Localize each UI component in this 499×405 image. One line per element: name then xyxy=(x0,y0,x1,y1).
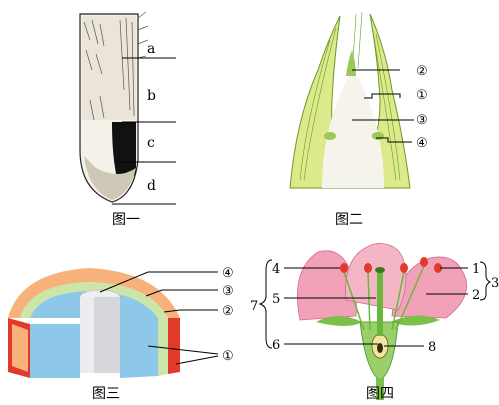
petal-back xyxy=(345,243,407,311)
fig3-label-1: ① xyxy=(222,349,234,364)
stem-cambium-top xyxy=(20,282,168,318)
figure-1-root-tip: a b c d 图一 xyxy=(79,11,176,228)
bud-dots xyxy=(339,109,362,152)
bud-inner-axis xyxy=(322,75,384,188)
fig4-label-7: 7 xyxy=(250,299,258,314)
sepal-right xyxy=(390,315,440,326)
root-maturation-zone xyxy=(82,16,136,120)
fig4-label-1: 1 xyxy=(472,262,480,277)
pith-highlight xyxy=(80,297,94,373)
stem-bark-top xyxy=(8,268,180,318)
brace-7 xyxy=(258,259,273,349)
fig4-label-8: 8 xyxy=(428,340,436,355)
leader-fig3-1a xyxy=(147,345,219,355)
fig3-label-3: ③ xyxy=(222,284,234,299)
fig3-label-4: ④ xyxy=(222,266,234,281)
fig4-label-2: 2 xyxy=(472,288,480,303)
leader-fig3-3 xyxy=(145,289,218,297)
figure-2-bud-section: ② ① ③ ④ 图二 xyxy=(289,11,428,228)
leader-fig3-2 xyxy=(163,309,218,313)
stem-front-xylem xyxy=(30,324,80,378)
leader-fig2-4 xyxy=(376,137,412,143)
leader-fig3-4 xyxy=(99,271,218,293)
caption-figure-3: 图三 xyxy=(92,386,120,402)
fig4-label-3: 3 xyxy=(491,276,499,291)
fig2-label-4: ④ xyxy=(416,136,428,151)
bud-primordium-left xyxy=(324,132,336,140)
fig2-label-1: ① xyxy=(416,88,428,103)
brace-3 xyxy=(479,261,492,301)
style xyxy=(377,272,383,336)
stigma xyxy=(375,267,385,273)
leader-fig2-1 xyxy=(364,93,401,99)
filaments xyxy=(343,265,425,331)
figure-4-flower: 4 5 7 6 1 2 3 8 图四 xyxy=(250,243,499,402)
fig2-label-3: ③ xyxy=(416,113,428,128)
label-d: d xyxy=(147,178,156,194)
root-hair-strokes xyxy=(83,11,149,121)
caption-figure-2: 图二 xyxy=(335,212,363,228)
fig4-label-4: 4 xyxy=(272,262,280,277)
label-b: b xyxy=(147,88,156,104)
stem-right-bark xyxy=(168,318,180,374)
bud-primordium-right xyxy=(372,132,384,140)
label-a: a xyxy=(147,41,155,57)
fig2-label-2: ② xyxy=(416,64,428,79)
label-c: c xyxy=(147,135,155,151)
anthers xyxy=(340,257,442,273)
fig4-label-5: 5 xyxy=(272,292,280,307)
fig3-label-2: ② xyxy=(222,304,234,319)
figure-3-stem-section: ④ ③ ② ① 图三 xyxy=(8,266,234,402)
root-cap-region xyxy=(84,156,136,200)
stem-front-bark xyxy=(12,324,28,372)
flower-stalk xyxy=(376,378,384,400)
caption-figure-1: 图一 xyxy=(112,212,140,228)
leader-fig3-1b xyxy=(175,355,219,365)
stem-right-cambium xyxy=(158,318,168,376)
fig4-label-6: 6 xyxy=(272,338,280,353)
bud-young-leaf xyxy=(346,50,356,76)
sepal-left xyxy=(316,316,362,326)
ovule xyxy=(377,343,383,353)
stem-right-xylem xyxy=(120,318,158,378)
root-meristem-zone xyxy=(112,122,136,183)
caption-figure-4: 图四 xyxy=(366,386,394,402)
